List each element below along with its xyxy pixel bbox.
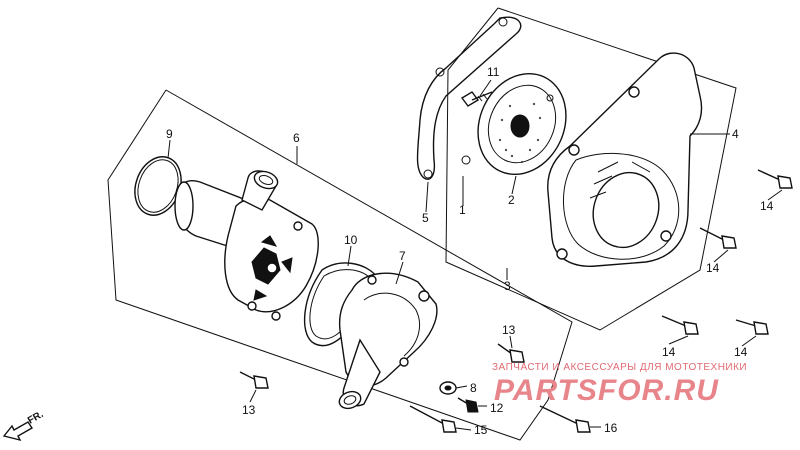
front-direction-arrow-icon (2, 421, 33, 442)
callout-12: 12 (490, 401, 504, 415)
bolt-part-12 (457, 397, 479, 413)
callout-7: 7 (399, 249, 406, 263)
bolt-part-16 (539, 405, 591, 433)
callout-14-low-right: 14 (734, 345, 748, 359)
pump-cover-rim (563, 152, 680, 260)
pump-cover-hole (628, 86, 640, 98)
impeller-plate-texture (498, 102, 542, 164)
bolt-part-14-low-right (735, 319, 769, 335)
callout-13-right: 13 (502, 323, 516, 337)
callout-8: 8 (470, 381, 477, 395)
washer-part-8 (439, 381, 457, 395)
pump-cover-hole (568, 144, 580, 156)
bolt-part-11 (460, 91, 493, 107)
watermark-brand: PARTSFOR.RU (494, 374, 719, 407)
callout-14-mid: 14 (706, 261, 720, 275)
callout-10: 10 (344, 233, 358, 247)
callout-14-top: 14 (760, 199, 774, 213)
gasket-hole (423, 169, 433, 179)
impeller-plate-hole (546, 94, 554, 102)
pump-cover-hole (556, 248, 568, 260)
assembly-outline-3 (445, 7, 737, 331)
callout-6: 6 (293, 131, 300, 145)
assembly-outline-6 (107, 89, 573, 441)
callout-13-left: 13 (242, 403, 256, 417)
impeller-plate-hub (510, 114, 530, 138)
impeller-plate-inner (487, 84, 557, 164)
pump-cover-hole (660, 230, 672, 242)
bolt-part-14-top (757, 169, 793, 189)
callout-3: 3 (504, 279, 511, 293)
pump-housing-part-7 (338, 272, 438, 410)
callout-2: 2 (508, 193, 515, 207)
callout-5: 5 (422, 211, 429, 225)
watermark-tagline: ЗАПЧАСТИ И АКСЕССУАРЫ ДЛЯ МОТОТЕХНИКИ (492, 362, 747, 373)
gasket-part-5 (416, 16, 522, 180)
impeller-plate-hole (461, 155, 471, 165)
pump-body-part-6 (174, 170, 319, 321)
callout-16: 16 (604, 421, 618, 435)
o-ring-part-10 (303, 262, 379, 347)
bolt-part-14-low-left (661, 315, 699, 335)
o-ring-part-10-inner (309, 269, 373, 340)
leader-lines (167, 79, 783, 431)
pump-cover-ribs (589, 161, 651, 199)
bolt-part-14-mid (699, 227, 737, 249)
gasket-hole (498, 17, 508, 27)
callout-9: 9 (166, 127, 173, 141)
callout-4: 4 (732, 127, 739, 141)
bolt-part-15 (409, 405, 457, 433)
pump-cover-part-4 (547, 52, 703, 267)
bolt-part-13-left (239, 371, 269, 389)
callout-1: 1 (459, 203, 466, 217)
bolt-part-13-right (497, 343, 525, 363)
callout-14-low-left: 14 (662, 345, 676, 359)
front-direction-label: FR. (26, 409, 46, 427)
pump-cover-boss (592, 171, 660, 249)
callout-15: 15 (474, 423, 488, 437)
gasket-hole (435, 67, 445, 77)
callout-11: 11 (487, 65, 500, 79)
